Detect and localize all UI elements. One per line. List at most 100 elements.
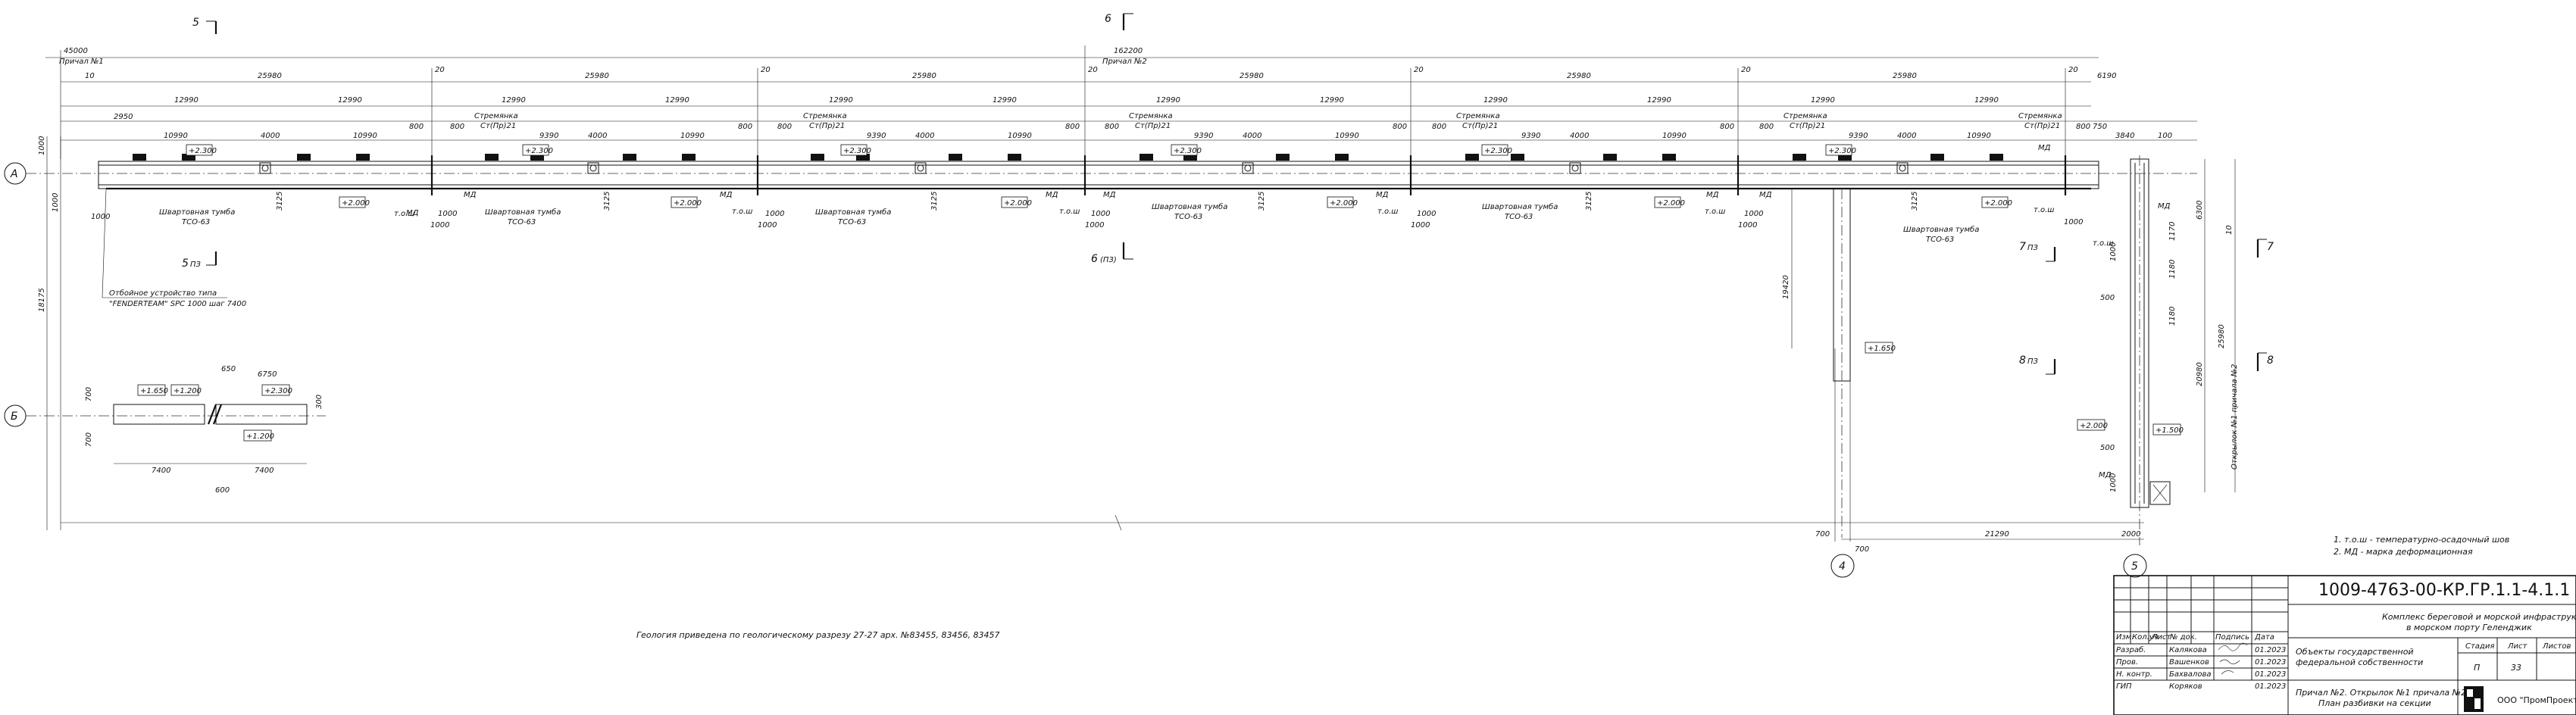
tube-5: Швартовная тумба xyxy=(1482,202,1558,211)
dim-12990-9: 12990 xyxy=(1483,96,1508,105)
stamp-date-2: 01.2023 xyxy=(2255,658,2286,667)
elev-2000-6: +2.000 xyxy=(1984,199,2012,208)
signature-marks xyxy=(2218,642,2248,675)
stamp-sheet-title-1: Причал №2. Открылок №1 причала №2. xyxy=(2296,688,2469,698)
tube-6: Швартовная тумба xyxy=(1903,225,1979,234)
dim-1000-otk1: 1000 xyxy=(2109,242,2118,261)
fender-symbols xyxy=(259,162,1909,174)
dim-3000-left: 1000 xyxy=(52,193,60,212)
dim-700-left-1: 700 xyxy=(85,387,93,401)
dim-1000-left: 1000 xyxy=(38,136,46,155)
dim-21290: 21290 xyxy=(1985,530,2009,539)
strem-2: Стремянка xyxy=(803,112,847,120)
dim-750: 750 xyxy=(2093,123,2107,131)
md-8: МД xyxy=(1759,191,1772,199)
prichal-1-label: Причал №1 xyxy=(59,58,104,66)
dim-12990-6: 12990 xyxy=(993,96,1017,105)
dim-25980-6: 25980 xyxy=(1893,72,1917,80)
section-6-label: 6 xyxy=(1105,13,1111,25)
dim-10990-7: 10990 xyxy=(1967,132,1991,140)
elev-2300-3: +2.300 xyxy=(843,147,871,155)
dim-6750: 6750 xyxy=(258,370,277,379)
dim-25980-4: 25980 xyxy=(1240,72,1264,80)
stamp-hdr-ndok: № док. xyxy=(2169,633,2197,642)
dim-10990-5: 10990 xyxy=(1335,132,1359,140)
dim-18175: 18175 xyxy=(38,288,46,312)
dim-6190: 6190 xyxy=(2097,72,2116,80)
dim-4000-4: 4000 xyxy=(1243,132,1261,140)
dim-20980: 20980 xyxy=(2196,362,2204,386)
left-dims: 1000 1000 18175 700 700 xyxy=(38,136,93,530)
section-5-sheet: ПЗ xyxy=(190,261,202,269)
section-8-label: 8 xyxy=(2267,354,2274,367)
dim-10990-6: 10990 xyxy=(1662,132,1687,140)
dim-1000-otk2: 1000 xyxy=(2109,473,2118,492)
elev-1500-otk: +1.500 xyxy=(2156,426,2184,435)
md-9: МД xyxy=(2038,144,2051,152)
elev-2000-otk: +2.000 xyxy=(2080,422,2108,430)
stamp-hdr-stadiya: Стадия xyxy=(2465,642,2494,651)
dim-600: 600 xyxy=(215,486,230,495)
elev-2000-2: +2.000 xyxy=(674,199,702,208)
axis-5-label: 5 xyxy=(2131,560,2138,573)
dim-45000: 45000 xyxy=(64,47,88,55)
md-3: МД xyxy=(720,191,733,199)
bottom-dim-line xyxy=(61,514,2144,531)
dim-25980-3: 25980 xyxy=(912,72,936,80)
section-marker-5-top: 5 xyxy=(192,17,217,34)
dim-1000-i: 1000 xyxy=(1411,221,1430,229)
dim-700-left-2: 700 xyxy=(85,432,93,447)
strem-5: Стремянка xyxy=(1784,112,1827,120)
dim-4000-5: 4000 xyxy=(1570,132,1589,140)
tosh-otk: т.о.ш xyxy=(2093,239,2113,248)
stamp-hdr-kol: Кол.уч xyxy=(2132,633,2159,642)
tosh-6: т.о.ш xyxy=(2034,206,2054,214)
stamp-hdr-list2: Лист xyxy=(2507,642,2528,651)
section-marker-6-bottom: 6 (ПЗ) xyxy=(1091,242,1133,265)
section-8-sheet: ПЗ xyxy=(2027,358,2039,366)
otkrylok-label: Открылок №1 причала №2 xyxy=(2231,364,2239,470)
stamp-role-4: ГИП xyxy=(2116,682,2132,691)
stamp-company: ООО "ПромПроект" xyxy=(2497,695,2576,705)
berth-elevations: +2.300 +2.000 +2.300 +2.000 +2.300 +2.00… xyxy=(186,144,2012,208)
dim-3125-6: 3125 xyxy=(1911,192,1919,211)
section-7-ref: 7 xyxy=(2019,241,2026,253)
dim-1000-l: 1000 xyxy=(2064,218,2083,226)
axis-a-label: А xyxy=(10,168,18,180)
dim-12990-12: 12990 xyxy=(1974,96,1999,105)
dim-800-8: 800 xyxy=(1432,123,1446,131)
strem-3: Стремянка xyxy=(1129,112,1173,120)
stamp-date-4: 01.2023 xyxy=(2255,682,2286,691)
tosh-5: т.о.ш xyxy=(1705,208,1725,216)
dim-10990-2: 10990 xyxy=(353,132,377,140)
dim-1000-d: 1000 xyxy=(765,210,784,218)
tube-4b: ТСО-63 xyxy=(1174,213,1202,221)
tube-1: Швартовная тумба xyxy=(159,208,235,217)
dim-700-bot: 700 xyxy=(1815,530,1830,539)
axis-4-structure: +1.650 19420 700 700 4 xyxy=(1782,188,1896,578)
stamp-hdr-podp: Подпись xyxy=(2215,633,2249,642)
dim-1000-b: 1000 xyxy=(438,210,457,218)
dim-4000-3: 4000 xyxy=(915,132,934,140)
dim-6300: 6300 xyxy=(2196,201,2204,220)
strem-1b: Ст(Пр)21 xyxy=(480,122,516,130)
dim-20-5: 20 xyxy=(1741,66,1751,74)
dim-12990-10: 12990 xyxy=(1647,96,1671,105)
elev-1200-b1: +1.200 xyxy=(174,387,202,395)
dim-2950: 2950 xyxy=(114,113,133,121)
dim-7400-1: 7400 xyxy=(152,467,170,475)
tube-3: Швартовная тумба xyxy=(815,208,891,217)
dim-12990-8: 12990 xyxy=(1320,96,1344,105)
elev-2300-5: +2.300 xyxy=(1484,147,1512,155)
section-6-ref: 6 xyxy=(1091,253,1098,265)
title-block: Изм. Кол.уч Лист № док. Подпись Дата Раз… xyxy=(2113,575,2576,715)
section-marker-8: 8 ПЗ 8 xyxy=(2019,352,2274,375)
dim-800-6: 800 xyxy=(1105,123,1119,131)
md-1: МД xyxy=(406,209,419,217)
strem-5b: Ст(Пр)21 xyxy=(1790,122,1825,130)
dim-1000-g: 1000 xyxy=(1085,221,1104,229)
bollard-symbols xyxy=(133,154,2003,161)
strem-2b: Ст(Пр)21 xyxy=(809,122,845,130)
dim-800-1: 800 xyxy=(409,123,424,131)
